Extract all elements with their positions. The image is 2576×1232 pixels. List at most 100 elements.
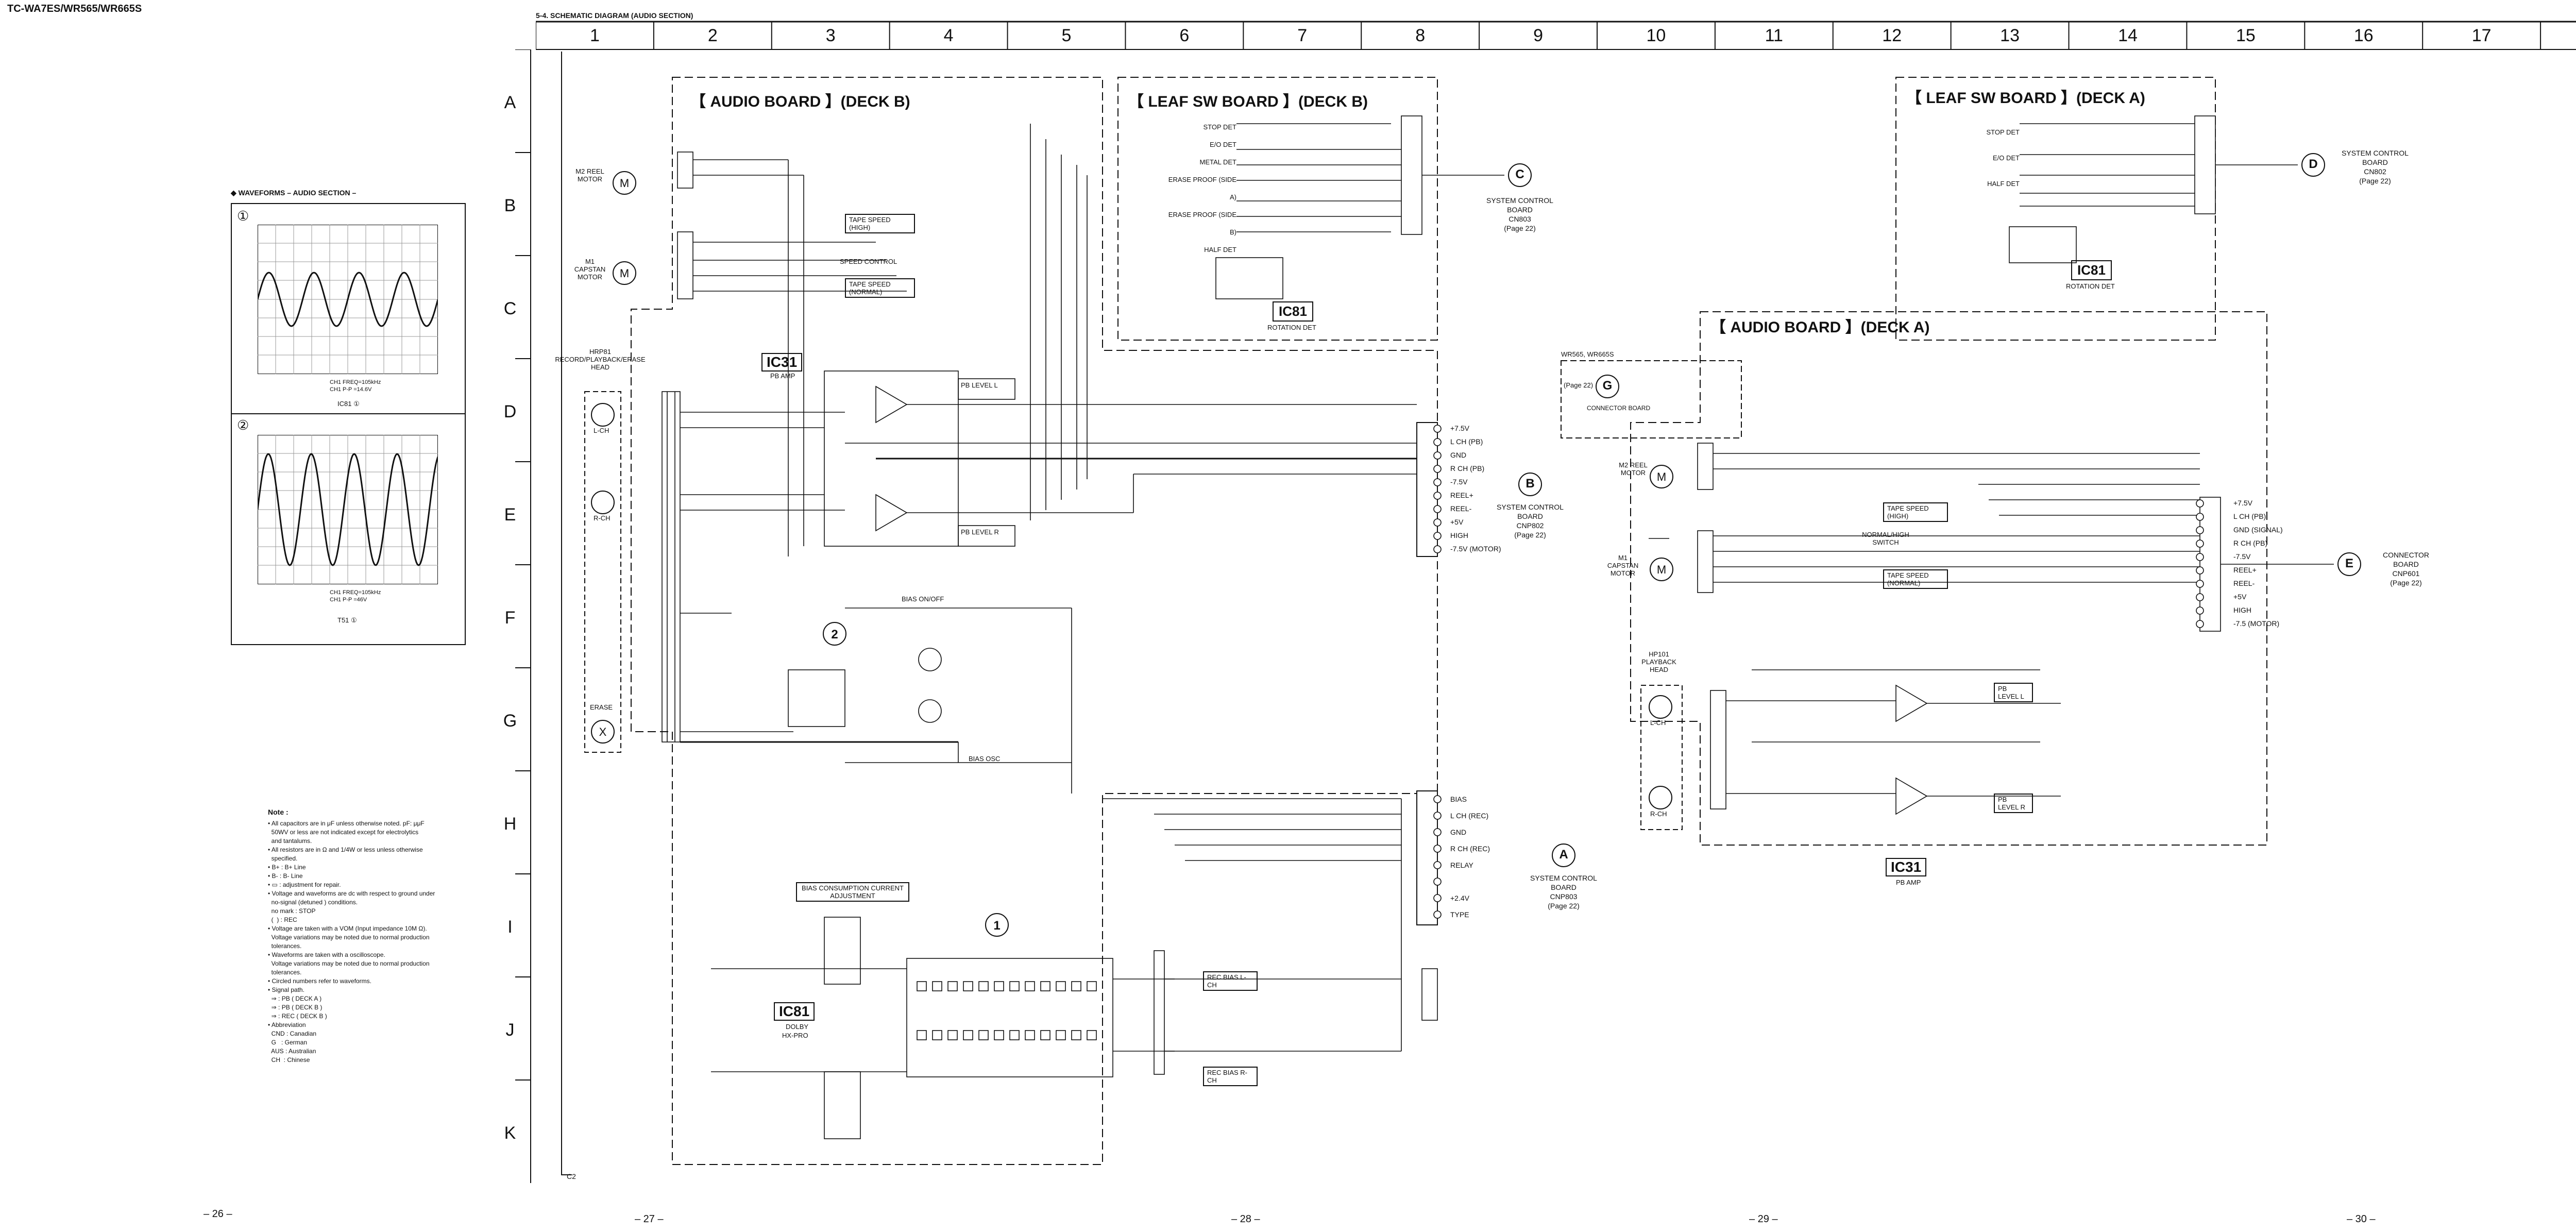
cnj01-pin-label: R CH (PB) (2233, 539, 2268, 547)
deck-a-m2-label: M2 REEL MOTOR (1619, 461, 1648, 477)
notes-lines: • All capacitors are in μF unless otherw… (268, 819, 495, 1065)
cnp51-pin-label: +7.5V (1450, 424, 1469, 432)
m2-motor-b-symbol (613, 171, 636, 195)
ic81-pin (932, 1030, 942, 1040)
cnp51-pin-label: L CH (PB) (1450, 437, 1483, 446)
connector-pin (2196, 553, 2204, 561)
note-line: CH : Chinese (268, 1056, 310, 1064)
ic81-pin (1071, 981, 1081, 991)
note-line: Voltage variations may be noted due to n… (268, 960, 430, 967)
ic81-pin (1056, 1030, 1066, 1040)
leaf-a-outline (1895, 77, 2216, 341)
connector-pin (1433, 451, 1442, 460)
note-line: • Waveforms are taken with a oscilloscop… (268, 951, 385, 958)
note-line: AUS : Australian (268, 1048, 316, 1055)
ref-g-page: (Page 22) (1564, 381, 1594, 389)
leaf-board-a-title: 【 LEAF SW BOARD 】(DECK A) (1906, 90, 2145, 107)
lch-head-a-symbol (1649, 695, 1672, 719)
svg-text:M: M (620, 177, 629, 190)
audio-board-a-title: 【 AUDIO BOARD 】(DECK A) (1710, 319, 1930, 336)
waveform-1-graph (258, 225, 438, 374)
deck-b-bias-osc: BIAS OSC (969, 755, 1001, 763)
cnp53-connector (1416, 790, 1438, 925)
cnp53-pin-label: L CH (REC) (1450, 812, 1489, 820)
column-label: 14 (2118, 26, 2138, 45)
note-line: ⇒ : REC ( DECK B ) (268, 1012, 327, 1020)
cnp53-pin-label: RELAY (1450, 861, 1473, 869)
ref-c-letter: C (1515, 167, 1524, 181)
column-label: 8 (1415, 26, 1426, 45)
section-title: 5-4. SCHEMATIC DIAGRAM (AUDIO SECTION) (536, 11, 693, 20)
column-label: 9 (1533, 26, 1543, 45)
deck-b-ic81-sub2: HX-PRO (782, 1032, 808, 1039)
column-label: 1 (589, 26, 600, 45)
ic81-pin (963, 1030, 973, 1040)
connector-pin (2196, 513, 2204, 521)
leaf-a-ic-sub: ROTATION DET (2066, 282, 2115, 290)
connector-pin (2196, 620, 2204, 628)
deck-b-ic81-sub1: DOLBY (786, 1023, 809, 1031)
connector-pin (1433, 478, 1442, 486)
m1-motor-b-symbol (613, 261, 636, 285)
ic81-pin (1009, 1030, 1020, 1040)
connector-pin (1433, 845, 1442, 853)
connector-pin (1433, 438, 1442, 446)
leaf-a-ic-label: IC81 (2071, 260, 2112, 280)
deck-a-tape-speed-high: TAPE SPEED (HIGH) (1883, 502, 1948, 522)
deck-b-erase-label: ERASE (590, 703, 613, 711)
column-grid (535, 21, 2576, 50)
column-label: 7 (1297, 26, 1308, 45)
svg-text:2: 2 (831, 628, 838, 642)
ic81-pin (1025, 981, 1035, 991)
cnp51-pin-label: R CH (PB) (1450, 464, 1485, 472)
row-label: F (504, 608, 516, 628)
ref-a-circle (1552, 843, 1575, 867)
note-line: 50WV or less are not indicated except fo… (268, 829, 419, 836)
ref-c-circle (1508, 163, 1532, 187)
note-line: Voltage variations may be noted due to n… (268, 934, 430, 941)
svg-text:1: 1 (993, 919, 1000, 933)
note-line: CND : Canadian (268, 1030, 317, 1037)
wr-label: WR565, WR665S (1561, 350, 1614, 358)
ic81-pin (1087, 981, 1097, 991)
leaf-a-item: E/O DET (1992, 154, 2020, 162)
row-label: I (507, 917, 513, 937)
cnp53-pin-label (1450, 873, 1533, 890)
note-line: tolerances. (268, 969, 302, 976)
column-header (535, 21, 2576, 50)
cnp51-pin-label: -7.5V (MOTOR) (1450, 545, 1501, 553)
cnp51-pin-label: +5V (1450, 518, 1464, 526)
row-ticks (515, 49, 531, 1183)
note-line: no-signal (detuned ) conditions. (268, 899, 358, 906)
cnp53-pin-label: R CH (REC) (1450, 845, 1490, 853)
cnp51-pin-label: REEL+ (1450, 491, 1473, 499)
deck-b-m2-label: M2 REEL MOTOR (575, 167, 604, 183)
waveform-2-line1: CH1 FREQ=105kHz (330, 589, 381, 596)
column-label: 10 (1646, 26, 1666, 45)
cnp53-pin-label: GND (1450, 828, 1467, 836)
deck-b-m1-label: M1 CAPSTAN MOTOR (574, 258, 606, 281)
connector-pin (1433, 518, 1442, 527)
column-label: 3 (825, 26, 836, 45)
ref-g-circle (1596, 375, 1619, 398)
connector-pin (2196, 539, 2204, 548)
wr-board-outline (1561, 360, 1742, 438)
deck-a-head-label: HP101 PLAYBACK HEAD (1641, 650, 1676, 673)
waveform-marker-1 (985, 913, 1009, 937)
column-label: 11 (1765, 26, 1783, 45)
deck-b-c2: C2 (567, 1172, 576, 1180)
ref-g-text: CONNECTOR BOARD (1587, 404, 1651, 412)
ic81-pin (947, 981, 958, 991)
leaf-b-outline (1117, 77, 1438, 341)
note-line: • Voltage and waveforms are dc with resp… (268, 890, 435, 897)
row-label: G (503, 711, 517, 731)
ic81-pin (978, 1030, 989, 1040)
deck-a-pb-level-l: PB LEVEL L (1994, 683, 2033, 702)
column-label: 5 (1061, 26, 1072, 45)
leaf-board-b-title: 【 LEAF SW BOARD 】(DECK B) (1128, 93, 1368, 110)
model-title: TC-WA7ES/WR565/WR665S (7, 3, 142, 14)
